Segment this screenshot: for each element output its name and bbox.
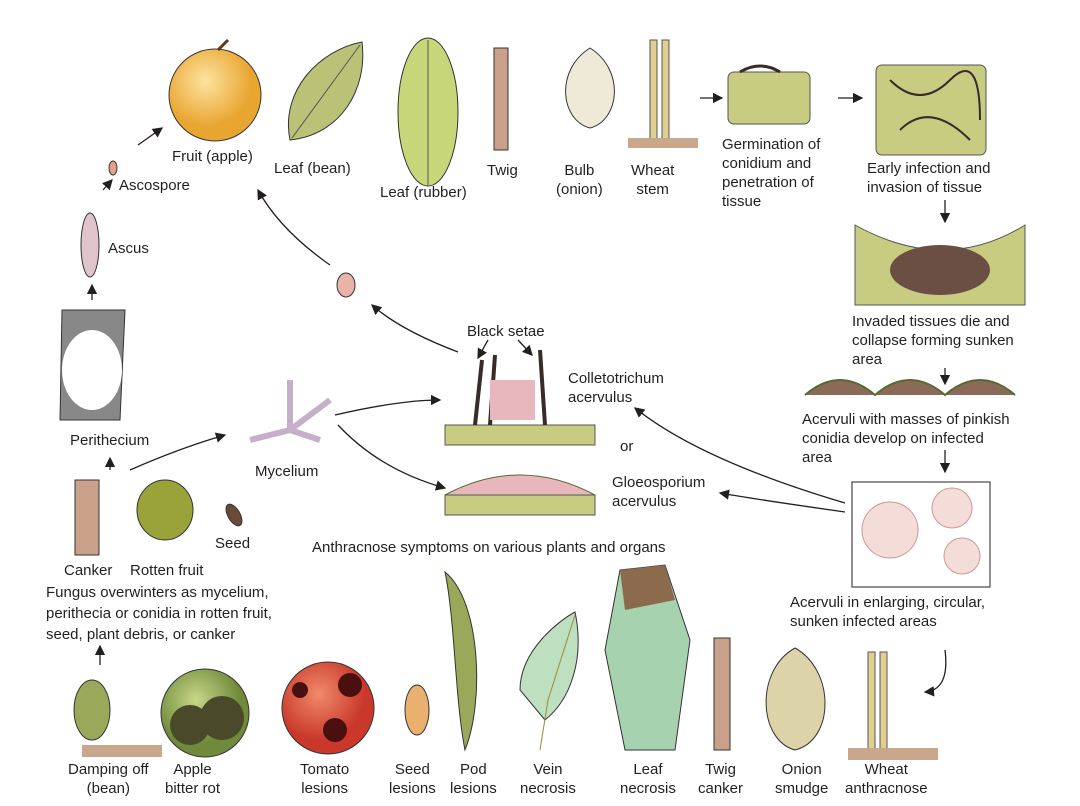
wheat-stem-illustration xyxy=(628,39,698,148)
cycle-arrows xyxy=(86,92,951,697)
or-label: or xyxy=(620,438,634,455)
symptom-vein-necrosis-label: Vein necrosis xyxy=(520,761,576,797)
symptom-tomato-lesions-label: Tomato lesions xyxy=(300,761,350,797)
twig-canker-illustration xyxy=(713,637,731,751)
symptom-damping-off-label: Damping off (bean) xyxy=(68,761,149,797)
seed-lesions-illustration xyxy=(404,684,430,736)
colletotrichum-acervulus-illustration xyxy=(444,349,596,446)
overwintering-description: Fungus overwinters as mycelium, perithec… xyxy=(46,584,272,643)
mycelium-label: Mycelium xyxy=(255,463,319,480)
gloeosporium-label: Gloeosporium acervulus xyxy=(612,474,706,510)
seed-illustration xyxy=(225,503,243,527)
bean-leaf-illustration xyxy=(288,41,364,141)
collapse-label: Invaded tissues die and collapse forming… xyxy=(852,313,1014,368)
vein-necrosis-illustration xyxy=(519,611,579,751)
symptom-apple-bitter-rot-label: Apple bitter rot xyxy=(165,761,221,797)
wheat-anthracnose-illustration xyxy=(848,651,938,760)
symptom-twig-canker-label: Twig canker xyxy=(698,761,744,797)
leaf-necrosis-illustration xyxy=(604,564,691,751)
pod-lesions-illustration xyxy=(444,570,478,752)
germination-label: Germination of conidium and penetration … xyxy=(722,136,821,210)
perithecium-label: Perithecium xyxy=(70,432,150,449)
symptoms-title: Anthracnose symptoms on various plants a… xyxy=(312,539,666,556)
leaf-bean-label: Leaf (bean) xyxy=(274,160,351,177)
ascospore-illustration xyxy=(108,160,118,176)
rotten-fruit-label: Rotten fruit xyxy=(130,562,204,579)
symptom-onion-smudge-label: Onion smudge xyxy=(775,761,829,797)
apple-bitter-rot-illustration xyxy=(160,668,250,758)
ascospore-label: Ascospore xyxy=(119,177,190,194)
canker-label: Canker xyxy=(64,562,113,579)
tomato-lesions-illustration xyxy=(281,661,375,755)
bulb-onion-label: Bulb (onion) xyxy=(556,162,603,198)
acervuli-develop-label: Acervuli with masses of pinkish conidia … xyxy=(802,411,1010,466)
seed-label: Seed xyxy=(215,535,251,552)
acervuli-enlarging-label: Acervuli in enlarging, circular, sunken … xyxy=(790,594,986,630)
symptom-pod-lesions-label: Pod lesions xyxy=(450,761,497,797)
twig-label: Twig xyxy=(487,162,518,179)
ascus-illustration xyxy=(80,212,100,278)
black-setae-label: Black setae xyxy=(467,323,545,340)
canker-illustration xyxy=(74,479,100,556)
leaf-rubber-label: Leaf (rubber) xyxy=(380,184,467,201)
symptom-leaf-necrosis-label: Leaf necrosis xyxy=(620,761,676,797)
apple-fruit-illustration xyxy=(168,38,262,142)
conidium-illustration xyxy=(336,272,356,298)
symptom-wheat-anthracnose-label: Wheat anthracnose xyxy=(845,761,928,797)
colletotrichum-label: Colletotrichum acervulus xyxy=(568,370,664,406)
perithecium-illustration xyxy=(59,309,126,421)
fruit-apple-label: Fruit (apple) xyxy=(172,148,253,165)
twig-illustration xyxy=(493,47,509,151)
early-infection-label: Early infection and invasion of tissue xyxy=(867,160,991,196)
ascus-label: Ascus xyxy=(108,240,149,257)
onion-bulb-illustration xyxy=(565,47,615,129)
germination-tissue-illustration xyxy=(727,64,811,125)
mycelium-illustration xyxy=(249,380,332,443)
wheat-stem-label: Wheat stem xyxy=(631,162,675,198)
rotten-fruit-illustration xyxy=(136,479,194,541)
rubber-leaf-illustration xyxy=(397,37,459,187)
onion-smudge-illustration xyxy=(765,647,826,751)
acervuli-tissue-illustration xyxy=(804,379,1016,397)
gloeosporium-acervulus-illustration xyxy=(444,474,596,516)
acervuli-circles-illustration xyxy=(851,481,991,588)
damping-off-illustration xyxy=(73,679,162,757)
symptom-seed-lesions-label: Seed lesions xyxy=(389,761,436,797)
early-infection-tissue-illustration xyxy=(875,64,987,156)
collapsed-tissue-illustration xyxy=(854,224,1026,306)
